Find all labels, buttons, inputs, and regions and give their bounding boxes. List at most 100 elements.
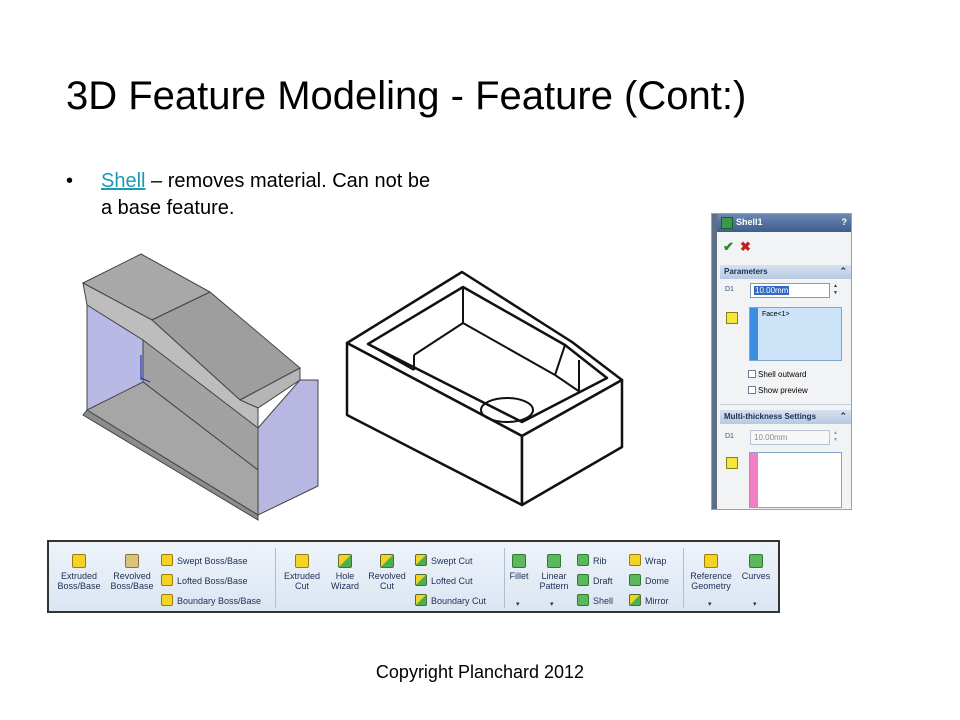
parameters-section-header[interactable]: Parameters ⌃ bbox=[720, 265, 851, 279]
revolved-cut-icon bbox=[380, 554, 394, 568]
fillet-label: Fillet bbox=[509, 571, 529, 581]
hole-wizard-button[interactable]: Hole Wizard bbox=[327, 554, 363, 591]
reference-geometry-label: Reference Geometry bbox=[690, 571, 732, 591]
rib-label: Rib bbox=[593, 556, 607, 566]
revolved-boss-icon bbox=[125, 554, 139, 568]
lofted-cut-button[interactable]: Lofted Cut bbox=[415, 574, 473, 586]
dome-label: Dome bbox=[645, 576, 670, 586]
shell-button[interactable]: Shell bbox=[577, 594, 613, 606]
multi-thickness-faces-icon bbox=[726, 457, 738, 469]
shell-outward-checkbox[interactable]: Shell outward bbox=[748, 370, 806, 379]
revolved-boss-label: Revolved Boss/Base bbox=[110, 571, 154, 591]
multi-thickness-input[interactable]: 10.00mm bbox=[750, 430, 830, 445]
draft-button[interactable]: Draft bbox=[577, 574, 613, 586]
swept-cut-icon bbox=[415, 554, 427, 566]
linear-pattern-dropdown-icon[interactable]: ▾ bbox=[550, 601, 554, 608]
multi-thickness-section-header[interactable]: Multi-thickness Settings ⌃ bbox=[720, 410, 851, 424]
multi-thickness-faces-list[interactable] bbox=[749, 452, 842, 508]
boundary-boss-button[interactable]: Boundary Boss/Base bbox=[161, 594, 261, 606]
shell-label: Shell bbox=[593, 596, 614, 606]
wrap-icon bbox=[629, 554, 641, 566]
features-toolbar: Extruded Boss/Base Revolved Boss/Base Sw… bbox=[47, 540, 780, 613]
feature-name: Shell1 bbox=[736, 217, 763, 227]
extruded-boss-icon bbox=[72, 554, 86, 568]
reference-geometry-icon bbox=[704, 554, 718, 568]
boundary-boss-label: Boundary Boss/Base bbox=[177, 596, 262, 606]
wrap-button[interactable]: Wrap bbox=[629, 554, 666, 566]
revolved-boss-button[interactable]: Revolved Boss/Base bbox=[107, 554, 157, 591]
boundary-cut-label: Boundary Cut bbox=[431, 596, 487, 606]
rib-button[interactable]: Rib bbox=[577, 554, 607, 566]
linear-pattern-button[interactable]: Linear Pattern bbox=[534, 554, 574, 591]
reference-geometry-dropdown-icon[interactable]: ▾ bbox=[708, 601, 712, 608]
revolved-cut-label: Revolved Cut bbox=[368, 571, 406, 591]
hole-wizard-label: Hole Wizard bbox=[330, 571, 359, 591]
multi-thickness-spinner[interactable]: ▲▼ bbox=[833, 430, 838, 443]
hole-wizard-icon bbox=[338, 554, 352, 568]
collapse-chevron-icon[interactable]: ⌃ bbox=[839, 266, 847, 276]
bullet-description: – removes material. Can not be a base fe… bbox=[101, 170, 431, 219]
ribbon-separator bbox=[683, 548, 684, 608]
thickness-spinner[interactable]: ▲▼ bbox=[833, 283, 838, 296]
swept-boss-icon bbox=[161, 554, 173, 566]
boundary-boss-icon bbox=[161, 594, 173, 606]
extruded-boss-label: Extruded Boss/Base bbox=[57, 571, 101, 591]
lofted-boss-label: Lofted Boss/Base bbox=[177, 576, 248, 586]
mirror-button[interactable]: Mirror bbox=[629, 594, 669, 606]
thickness-input[interactable]: 10.00mm bbox=[750, 283, 830, 298]
swept-boss-button[interactable]: Swept Boss/Base bbox=[161, 554, 248, 566]
wrap-label: Wrap bbox=[645, 556, 667, 566]
ribbon-separator bbox=[504, 548, 505, 608]
extruded-cut-button[interactable]: Extruded Cut bbox=[280, 554, 324, 591]
curves-label: Curves bbox=[741, 571, 771, 581]
faces-list-item[interactable]: Face<1> bbox=[762, 311, 790, 318]
extruded-cut-label: Extruded Cut bbox=[283, 571, 321, 591]
collapse-chevron-icon[interactable]: ⌃ bbox=[839, 411, 847, 421]
boundary-cut-icon bbox=[415, 594, 427, 606]
thickness-dimension-icon: D1 bbox=[725, 286, 734, 293]
curves-icon bbox=[749, 554, 763, 568]
shell-property-manager: Shell1 ? ✔ ✖ Parameters ⌃ D1 10.00mm ▲▼ … bbox=[711, 213, 852, 510]
faces-to-remove-icon bbox=[726, 312, 738, 324]
lofted-cut-icon bbox=[415, 574, 427, 586]
mirror-icon bbox=[629, 594, 641, 606]
property-manager-title-bar: Shell1 ? bbox=[717, 214, 851, 232]
bullet-text: Shell – removes material. Can not be a b… bbox=[101, 168, 446, 222]
swept-boss-label: Swept Boss/Base bbox=[177, 556, 248, 566]
show-preview-checkbox[interactable]: Show preview bbox=[748, 386, 808, 395]
slide-title: 3D Feature Modeling - Feature (Cont:) bbox=[66, 74, 747, 118]
section-divider bbox=[720, 404, 851, 405]
panel-edge bbox=[712, 214, 717, 509]
revolved-cut-button[interactable]: Revolved Cut bbox=[365, 554, 409, 591]
parameters-label: Parameters bbox=[724, 267, 768, 276]
curves-button[interactable]: Curves bbox=[739, 554, 773, 581]
swept-cut-label: Swept Cut bbox=[431, 556, 473, 566]
lofted-cut-label: Lofted Cut bbox=[431, 576, 473, 586]
linear-pattern-icon bbox=[547, 554, 561, 568]
faces-to-remove-list[interactable]: Face<1> bbox=[749, 307, 842, 361]
cancel-x-icon[interactable]: ✖ bbox=[740, 239, 751, 254]
boundary-cut-button[interactable]: Boundary Cut bbox=[415, 594, 486, 606]
rib-icon bbox=[577, 554, 589, 566]
extruded-boss-button[interactable]: Extruded Boss/Base bbox=[57, 554, 101, 591]
show-preview-label: Show preview bbox=[758, 386, 808, 395]
ribbon-separator bbox=[275, 548, 276, 608]
swept-cut-button[interactable]: Swept Cut bbox=[415, 554, 473, 566]
fillet-dropdown-icon[interactable]: ▾ bbox=[516, 601, 520, 608]
lofted-boss-button[interactable]: Lofted Boss/Base bbox=[161, 574, 248, 586]
curves-dropdown-icon[interactable]: ▾ bbox=[753, 601, 757, 608]
fillet-button[interactable]: Fillet bbox=[507, 554, 531, 581]
reference-geometry-button[interactable]: Reference Geometry bbox=[686, 554, 736, 591]
help-icon[interactable]: ? bbox=[841, 217, 848, 227]
ok-check-icon[interactable]: ✔ bbox=[723, 239, 734, 254]
shell-icon bbox=[577, 594, 589, 606]
shell-feature-icon bbox=[721, 217, 733, 229]
multi-thickness-label: Multi-thickness Settings bbox=[724, 412, 817, 421]
draft-label: Draft bbox=[593, 576, 613, 586]
dome-button[interactable]: Dome bbox=[629, 574, 669, 586]
copyright-footer: Copyright Planchard 2012 bbox=[375, 662, 585, 682]
selection-color-bar bbox=[750, 453, 758, 507]
mirror-label: Mirror bbox=[645, 596, 669, 606]
dome-icon bbox=[629, 574, 641, 586]
shell-link[interactable]: Shell bbox=[101, 170, 146, 192]
